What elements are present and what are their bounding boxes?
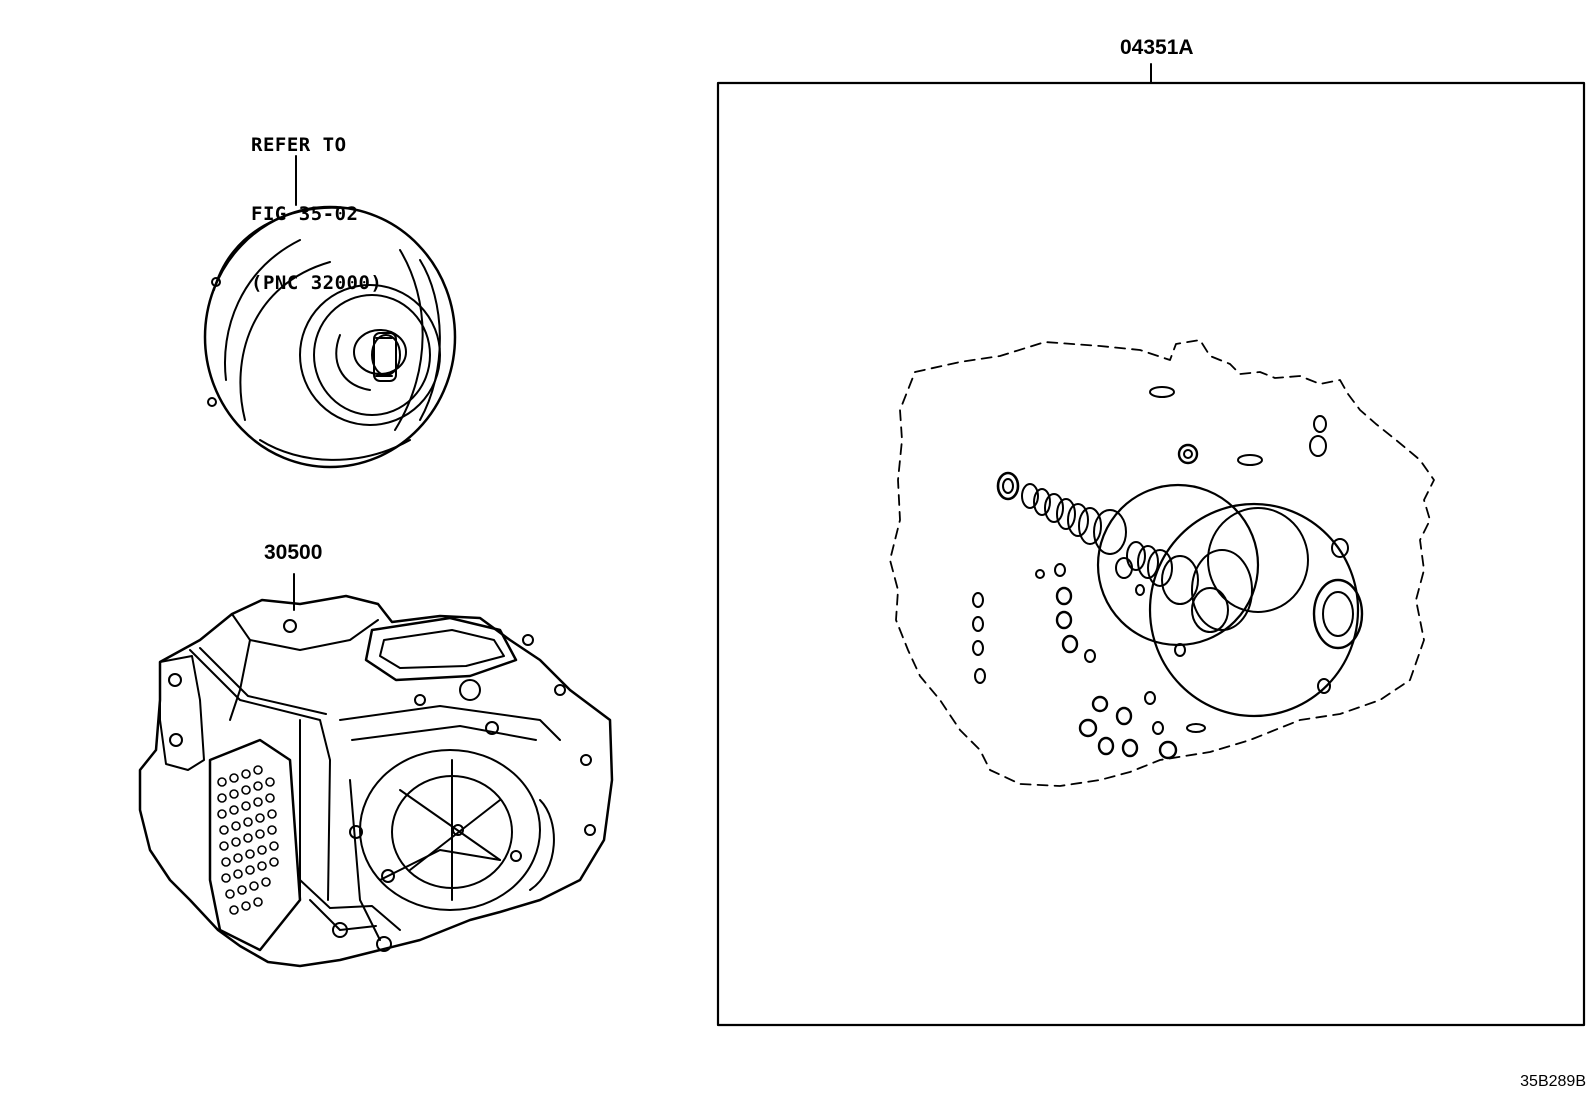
gasket-kit-illustration bbox=[889, 339, 1435, 787]
transaxle-case-outline bbox=[889, 339, 1435, 787]
transaxle-part-number: 30500 bbox=[264, 541, 323, 564]
figure-code: 35B289B bbox=[1520, 1073, 1586, 1090]
converter-reference-line-1: REFER TO bbox=[251, 134, 347, 156]
converter-reference-callout: REFER TO FIG 35-02 (PNC 32000) bbox=[251, 88, 382, 318]
transaxle-assembly-illustration bbox=[138, 573, 614, 968]
gasket-kit-part-number: 04351A bbox=[1120, 36, 1194, 59]
kit-frame bbox=[716, 81, 1586, 1027]
torque-converter-illustration bbox=[203, 155, 457, 469]
converter-reference-line-3: (PNC 32000) bbox=[251, 272, 383, 294]
converter-reference-line-2: FIG 35-02 bbox=[251, 203, 359, 225]
